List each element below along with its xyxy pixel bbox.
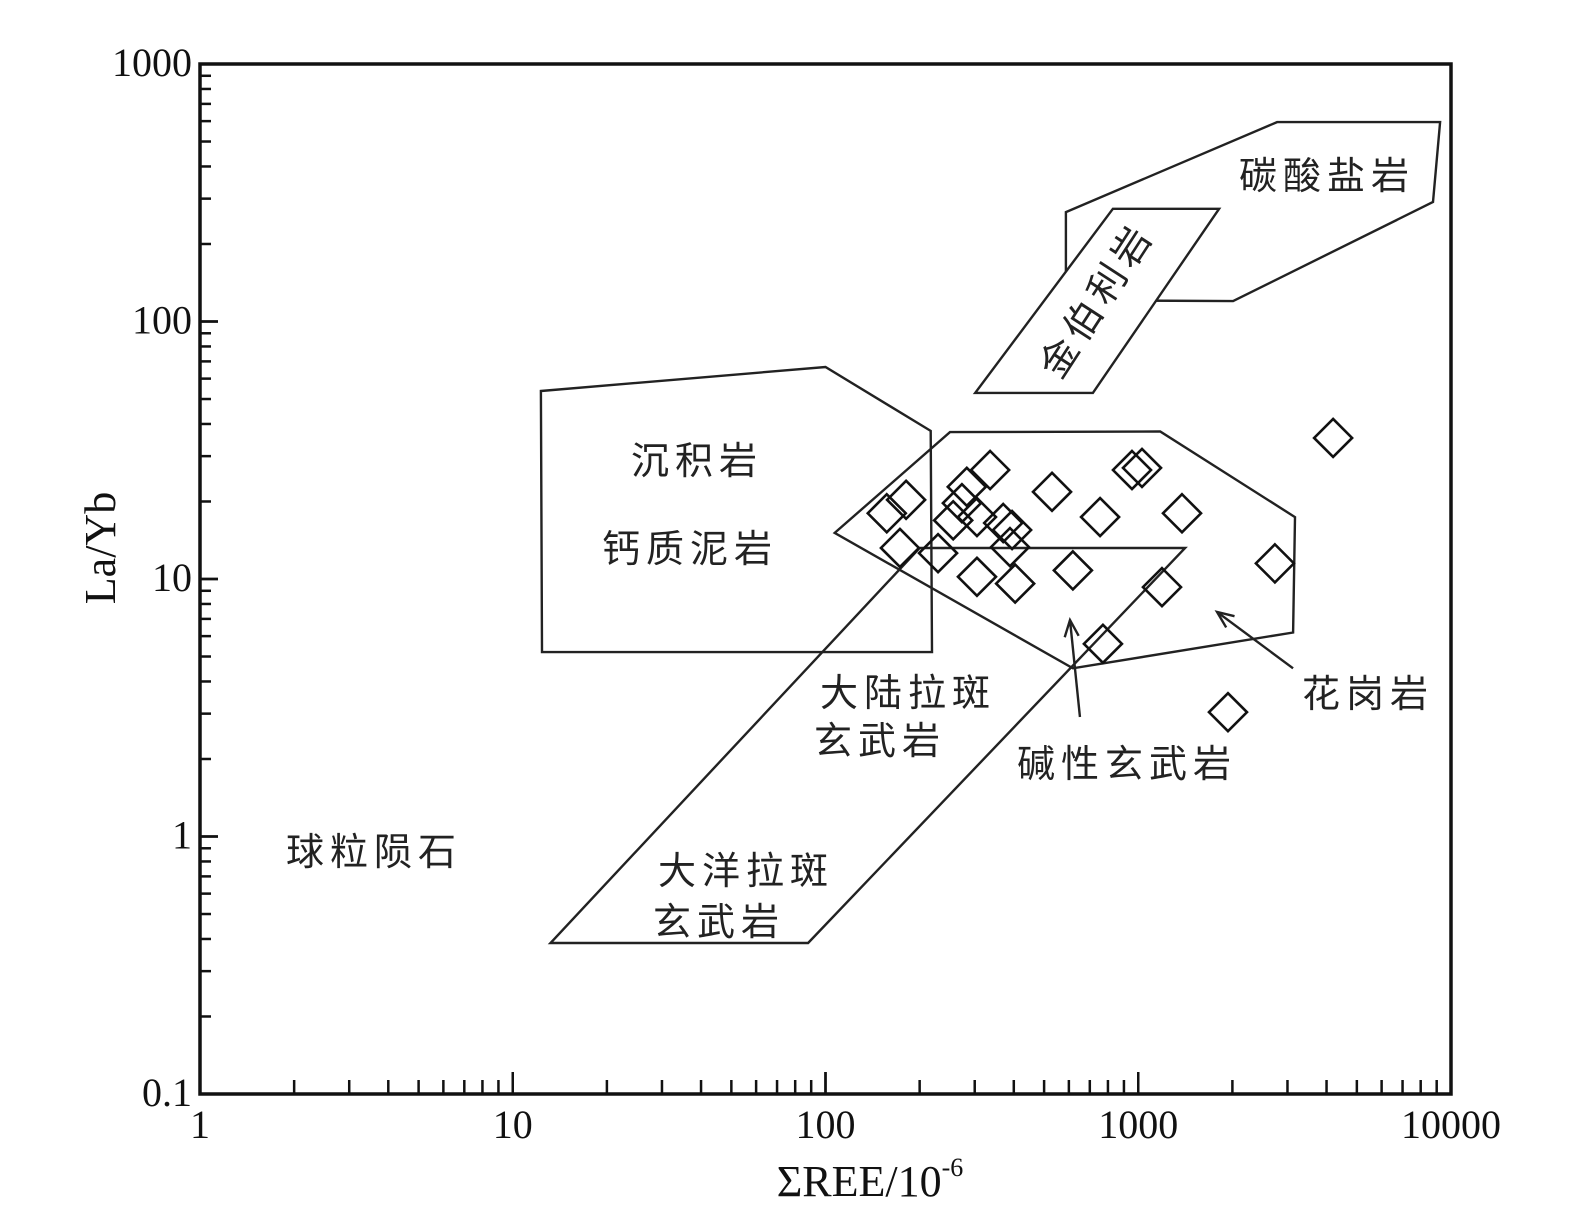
x-axis-title: ΣREE/10-6 <box>777 1153 964 1206</box>
data-point <box>945 465 988 508</box>
x-axis-title-exponent: -6 <box>942 1153 964 1182</box>
label-continental-tholeiite-2: 玄武岩 <box>814 719 946 763</box>
data-point <box>1141 566 1183 608</box>
x-tick-label: 10000 <box>1401 1102 1501 1147</box>
data-point <box>932 499 975 542</box>
data-point <box>879 527 921 569</box>
label-continental-tholeiite-1: 大陆拉斑 <box>820 671 996 715</box>
arrow-head-0 <box>1063 616 1080 638</box>
x-tick-label: 100 <box>796 1102 856 1147</box>
y-tick-label: 10 <box>152 555 192 600</box>
field-polygons <box>539 120 1442 945</box>
y-tick-label: 1000 <box>112 40 192 85</box>
label-oceanic-tholeiite-1: 大洋拉斑 <box>658 849 834 893</box>
field-arrows <box>1063 610 1294 718</box>
data-point <box>994 562 1036 605</box>
data-point <box>991 509 1033 551</box>
data-point <box>1031 471 1073 513</box>
data-point <box>865 492 908 535</box>
field-polygon-4 <box>547 546 1188 945</box>
data-point <box>941 482 983 525</box>
y-tick-label: 0.1 <box>142 1070 192 1115</box>
data-point <box>1052 549 1094 592</box>
data-point <box>1111 449 1153 491</box>
arrow-shaft-0 <box>1068 619 1082 718</box>
x-axis-title-main: ΣREE/10 <box>777 1157 942 1206</box>
label-chondrite: 球粒陨石 <box>286 830 462 874</box>
data-point <box>989 526 1031 568</box>
data-point <box>982 502 1025 544</box>
label-sedimentary: 沉积岩 <box>631 439 763 483</box>
y-tick-label: 100 <box>132 298 192 343</box>
plot-frame <box>198 62 1453 1096</box>
sample-points <box>865 417 1354 733</box>
x-tick-label: 10 <box>493 1102 533 1147</box>
data-point <box>1207 691 1249 733</box>
label-alkali-basalt: 碱性玄武岩 <box>1017 742 1237 786</box>
data-point <box>917 532 959 574</box>
data-point <box>1079 496 1121 538</box>
arrow-head-1 <box>1214 610 1235 629</box>
field-polygon-1 <box>972 207 1222 395</box>
data-point <box>1082 623 1124 665</box>
label-calcareous-mudstone: 钙质泥岩 <box>602 527 778 571</box>
x-tick-label: 1 <box>190 1102 210 1147</box>
y-axis-title: La/Yb <box>76 492 125 604</box>
data-point <box>956 496 998 538</box>
label-granite: 花岗岩 <box>1302 672 1434 716</box>
data-point <box>956 555 998 598</box>
data-point <box>969 449 1011 491</box>
data-point <box>885 478 927 521</box>
x-tick-label: 1000 <box>1098 1102 1178 1147</box>
data-point <box>1121 447 1163 489</box>
data-point <box>1312 417 1354 459</box>
field-polygon-2 <box>539 365 934 654</box>
data-point <box>1254 542 1296 585</box>
y-tick-label: 1 <box>172 813 192 858</box>
label-oceanic-tholeiite-2: 玄武岩 <box>653 900 785 944</box>
arrow-shaft-1 <box>1216 610 1294 670</box>
field-polygon-3 <box>832 430 1297 670</box>
label-carbonatite: 碳酸盐岩 <box>1239 154 1415 198</box>
data-point <box>1161 492 1203 535</box>
